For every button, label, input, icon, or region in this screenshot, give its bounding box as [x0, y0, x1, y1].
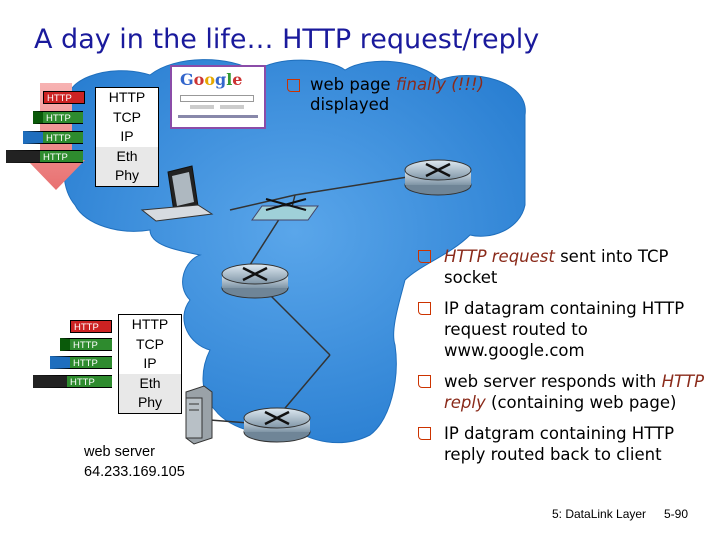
- bullet-text: web server responds with: [444, 372, 662, 391]
- server-label: web server 64.233.169.105: [84, 442, 185, 482]
- server-icon: [185, 385, 213, 445]
- tcp-segment: HTTP: [33, 111, 83, 124]
- stack-layer-phy: Phy: [119, 393, 181, 413]
- network-cloud: [63, 59, 526, 444]
- stack-layer-tcp: TCP: [113, 108, 141, 125]
- bullet-list: HTTP request sent into TCP socket IP dat…: [418, 246, 714, 475]
- list-item: IP datgram containing HTTP reply routed …: [418, 423, 714, 465]
- eth-frame: HTTP: [33, 375, 112, 388]
- client-protocol-stack: HTTP TCP IP Eth Phy: [95, 87, 159, 187]
- slide-title: A day in the life… HTTP request/reply: [34, 24, 540, 55]
- switch-icon: [251, 198, 319, 221]
- footer-chapter: 5: DataLink Layer: [552, 507, 647, 521]
- bullet-highlight: HTTP reply: [444, 372, 705, 412]
- stack-layer-ip: IP: [143, 355, 157, 371]
- stack-layer-http: HTTP: [131, 316, 169, 332]
- bullet-text: sent into TCP socket: [444, 247, 669, 287]
- tcp-segment: HTTP: [60, 338, 112, 351]
- stack-layer-eth: Eth: [96, 146, 158, 166]
- http-segment: HTTP: [43, 91, 85, 104]
- bullet-marker-icon: [287, 79, 300, 92]
- top-bullet: web page finally (!!!) displayed: [287, 75, 547, 115]
- bullet-text: displayed: [310, 95, 390, 114]
- bullet-marker-icon: [418, 375, 431, 388]
- bullet-highlight: HTTP request: [444, 247, 555, 266]
- ip-datagram: HTTP: [23, 131, 83, 144]
- bullet-marker-icon: [418, 302, 431, 315]
- bullet-text: IP datgram containing HTTP reply routed …: [444, 424, 675, 464]
- stack-layer-phy: Phy: [96, 166, 158, 186]
- laptop-icon: [140, 165, 214, 222]
- router-icon-top: [404, 159, 472, 196]
- eth-frame: HTTP: [6, 150, 83, 163]
- ip-datagram: HTTP: [50, 356, 112, 369]
- bullet-marker-icon: [418, 427, 431, 440]
- http-segment: HTTP: [70, 320, 112, 333]
- google-logo: Google: [180, 70, 243, 89]
- bullet-marker-icon: [418, 250, 431, 263]
- list-item: web server responds with HTTP reply (con…: [418, 371, 714, 413]
- server-protocol-stack: HTTP TCP IP Eth Phy: [118, 314, 182, 414]
- bullet-highlight: finally (!!!): [395, 75, 484, 94]
- list-item: IP datagram containing HTTP request rout…: [418, 298, 714, 361]
- router-icon-middle: [221, 263, 289, 299]
- bullet-text: (containing web page): [485, 393, 677, 412]
- router-icon-bottom: [243, 407, 311, 443]
- server-ip-address: 64.233.169.105: [84, 464, 185, 480]
- stack-layer-http: HTTP: [108, 89, 146, 105]
- stack-layer-ip: IP: [120, 128, 134, 144]
- footer-page-number: 5-90: [664, 507, 689, 521]
- bullet-text: IP datagram containing HTTP request rout…: [444, 299, 685, 360]
- server-name: web server: [84, 444, 155, 460]
- google-page-thumbnail: Google: [170, 65, 266, 129]
- stack-layer-tcp: TCP: [136, 335, 164, 352]
- list-item: HTTP request sent into TCP socket: [418, 246, 714, 288]
- stack-layer-eth: Eth: [119, 373, 181, 393]
- bullet-text: web page: [310, 75, 396, 94]
